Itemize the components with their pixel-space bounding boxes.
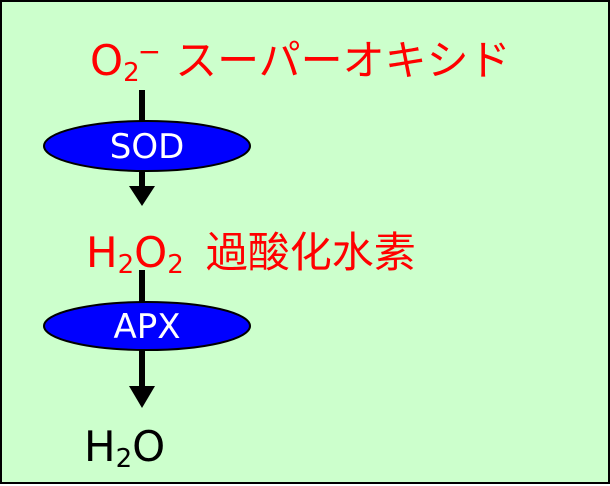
sod-enzyme-label: SOD: [110, 127, 185, 167]
water-formula-o: O: [132, 422, 166, 471]
arrow-head-2: [129, 386, 155, 408]
apx-enzyme-oval: [43, 301, 251, 351]
water-label: H2O: [84, 426, 165, 473]
superoxide-label: O2−スーパーオキシド: [90, 38, 511, 87]
peroxide-formula-o: O: [134, 228, 168, 277]
superoxide-name: スーパーオキシド: [175, 36, 511, 85]
peroxide-formula-sub2: 2: [167, 250, 184, 280]
hydrogen-peroxide-name: 過酸化水素: [205, 228, 416, 277]
sod-enzyme-oval: [43, 120, 251, 172]
peroxide-formula-sub1: 2: [117, 250, 135, 280]
water-formula-h: H: [84, 422, 116, 471]
superoxide-formula-sub: 2: [123, 58, 140, 88]
arrow-head-1: [129, 186, 155, 206]
superoxide-formula-o: O: [90, 36, 124, 85]
peroxide-formula-h: H: [86, 228, 118, 277]
apx-enzyme-label: APX: [113, 307, 180, 347]
water-formula-sub: 2: [115, 444, 133, 474]
superoxide-formula-charge: −: [137, 35, 162, 68]
